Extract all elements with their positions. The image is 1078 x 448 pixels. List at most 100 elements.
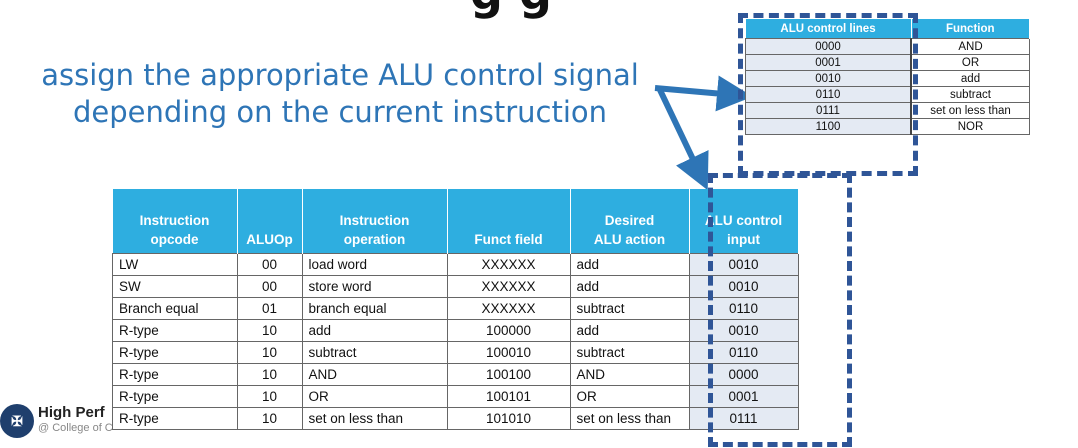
alu-control-header-lines: ALU control lines (745, 19, 912, 39)
header-instruction-opcode: Instruction opcode (112, 189, 238, 254)
funct-field-cell: 100010 (446, 341, 571, 364)
header-funct-field-line: Funct field (474, 232, 543, 247)
header-instruction-operation: Instruction operation (302, 189, 448, 254)
alu-action-cell: subtract (569, 341, 690, 364)
alu-action-cell: add (569, 253, 690, 276)
operation-cell: load word (301, 253, 448, 276)
header-aluop-line: ALUOp (246, 232, 293, 247)
header-instruction-operation-line: Instruction (339, 213, 410, 228)
footer-logo-sub: @ College of C (38, 422, 113, 434)
opcode-cell: R-type (112, 385, 238, 408)
funct-field-cell: 100000 (446, 319, 571, 342)
alu-control-input-cell: 0000 (688, 363, 799, 386)
operation-cell: set on less than (301, 407, 448, 430)
footer-logo-text: High Perf (38, 404, 105, 421)
aluop-cell: 01 (236, 297, 303, 320)
alu-function-cell: add (910, 70, 1030, 87)
arrow-to-alu-control-table (654, 75, 753, 112)
alu-action-cell: add (569, 319, 690, 342)
funct-field-cell: 100101 (446, 385, 571, 408)
header-funct-field: Funct field (447, 189, 571, 254)
dashed-highlight-control-input (708, 173, 852, 447)
header-aluop: ALUOp (237, 189, 303, 254)
aluop-cell: 00 (236, 253, 303, 276)
instruction-table: Instruction opcode ALUOp Instruction operat… (112, 189, 799, 430)
operation-cell: add (301, 319, 448, 342)
alu-control-line-cell: 0110 (745, 86, 912, 103)
funct-field-cell: XXXXXX (446, 275, 571, 298)
funct-field-cell: XXXXXX (446, 297, 571, 320)
header-desired-alu-action-line: Desired (604, 213, 655, 228)
opcode-cell: R-type (112, 319, 238, 342)
opcode-cell: R-type (112, 363, 238, 386)
dashed-highlight-control-lines (738, 13, 918, 176)
alu-control-header-function: Function (911, 19, 1030, 39)
arrow-to-alu-control-input (657, 88, 709, 191)
funct-field-cell: 100100 (446, 363, 571, 386)
aluop-cell: 10 (236, 341, 303, 364)
instruction-text-line2: depending on the current instruction (72, 95, 608, 129)
alu-action-cell: add (569, 275, 690, 298)
header-alu-control-input-line: input (727, 232, 760, 247)
opcode-cell: R-type (112, 407, 238, 430)
opcode-cell: R-type (112, 341, 238, 364)
alu-control-line-cell: 1100 (745, 118, 912, 135)
header-instruction-operation-line: operation (343, 232, 406, 247)
alu-function-cell: OR (910, 54, 1030, 71)
header-aluop-line (244, 211, 296, 230)
university-logo-icon: ✠ (0, 404, 34, 438)
alu-control-input-cell: 0010 (688, 319, 799, 342)
alu-control-line-cell: 0010 (745, 70, 912, 87)
alu-function-cell: subtract (910, 86, 1030, 103)
operation-cell: store word (301, 275, 448, 298)
operation-cell: AND (301, 363, 448, 386)
instruction-text-line1: assign the appropriate ALU control signa… (41, 58, 639, 92)
operation-cell: OR (301, 385, 448, 408)
header-desired-alu-action-line: ALU action (593, 232, 666, 247)
alu-function-cell: set on less than (910, 102, 1030, 119)
alu-control-input-cell: 0001 (688, 385, 799, 408)
aluop-cell: 10 (236, 363, 303, 386)
instruction-text: assign the appropriate ALU control signa… (30, 57, 650, 131)
alu-control-line-cell: 0111 (745, 102, 912, 119)
operation-cell: subtract (301, 341, 448, 364)
header-funct-field-line (454, 211, 564, 230)
operation-cell: branch equal (301, 297, 448, 320)
header-alu-control-input: ALU control input (689, 189, 799, 254)
alu-function-cell: NOR (910, 118, 1030, 135)
alu-control-input-cell: 0110 (688, 297, 799, 320)
header-instruction-opcode-line: opcode (150, 232, 199, 247)
funct-field-cell: 101010 (446, 407, 571, 430)
aluop-cell: 10 (236, 407, 303, 430)
header-alu-control-input-line: ALU control (704, 213, 783, 228)
aluop-cell: 10 (236, 319, 303, 342)
alu-action-cell: AND (569, 363, 690, 386)
aluop-cell: 10 (236, 385, 303, 408)
alu-action-cell: subtract (569, 297, 690, 320)
opcode-cell: Branch equal (112, 297, 238, 320)
opcode-cell: LW (112, 253, 238, 276)
alu-action-cell: OR (569, 385, 690, 408)
opcode-cell: SW (112, 275, 238, 298)
slide-title-fragment: g g (470, 0, 552, 20)
header-instruction-opcode-line: Instruction (139, 213, 210, 228)
alu-control-line-cell: 0001 (745, 54, 912, 71)
alu-action-cell: set on less than (569, 407, 690, 430)
alu-control-input-cell: 0111 (688, 407, 799, 430)
